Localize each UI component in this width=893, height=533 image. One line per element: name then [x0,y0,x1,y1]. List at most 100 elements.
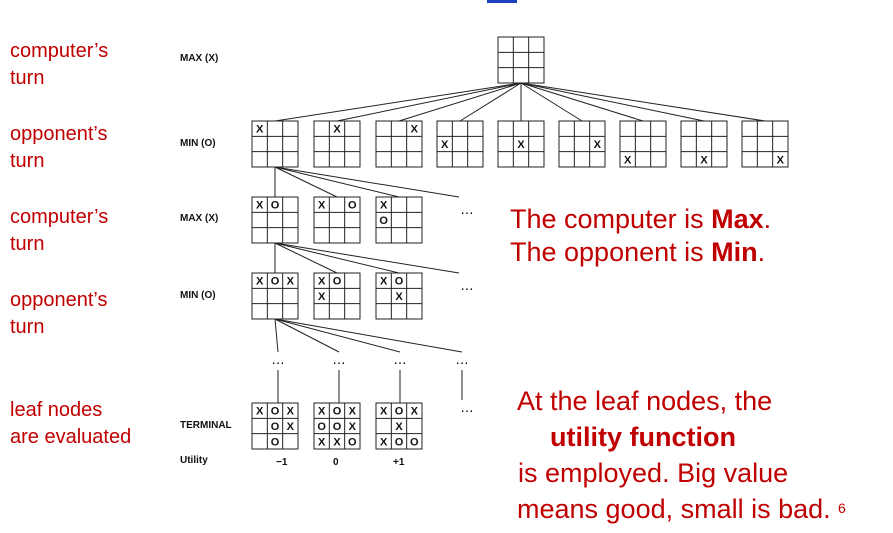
ellipsis-level2: … [461,203,474,218]
o-mark: O [395,406,404,418]
edge-level1-to-level2 [274,166,338,198]
edge-level1-to-level2 [274,166,400,198]
x-mark: X [411,124,419,136]
x-mark: X [318,200,326,212]
o-mark: O [333,276,342,288]
x-mark: X [380,406,388,418]
edge-level3-to-ellipsis [274,318,340,353]
board-frame [313,196,361,244]
x-mark: X [395,421,403,433]
edge-level3-to-ellipsis [274,318,463,353]
o-mark: O [348,436,357,448]
board-level1: X [375,120,423,168]
board-frame [313,402,361,450]
tree-ellipses: ………………… [272,203,474,416]
ellipsis-level3: … [461,279,474,294]
edge-level2-to-level3 [274,242,400,274]
level-label-max-2: MAX (X) [180,213,219,224]
x-mark: X [624,154,632,166]
level-label-min-1: MIN (O) [180,138,216,149]
x-mark: X [594,139,602,151]
x-mark: X [318,276,326,288]
board-frame [313,272,361,320]
x-mark: X [441,139,449,151]
board-frame [436,120,484,168]
x-mark: X [700,154,708,166]
board-level1: X [680,120,728,168]
note-utility-function: At the leaf nodes, the utility function … [517,386,831,524]
board-frame [497,36,545,84]
x-mark: X [318,436,326,448]
utility-value-2: 0 [333,457,339,468]
title-underline-fragment [487,0,517,3]
x-mark: X [333,124,341,136]
o-mark: O [271,276,280,288]
x-mark: X [411,406,419,418]
o-mark: O [410,436,419,448]
edge-level1-to-ellipsis [274,166,460,198]
ellipsis-terminal: … [461,401,474,416]
board-frame [619,120,667,168]
board-level2: XO [375,196,423,244]
edge-root-to-level1 [520,82,583,122]
o-mark: O [333,421,342,433]
board-level1: X [436,120,484,168]
edge-root-to-level1 [336,82,522,122]
ellipsis-expansion: … [394,353,407,368]
board-root [497,36,545,84]
o-mark: O [348,200,357,212]
edge-root-to-level1 [520,82,644,122]
board-frame [251,272,299,320]
o-mark: O [317,421,326,433]
side-label-opponent-turn-1: opponent’s turn [10,123,108,172]
x-mark: X [287,421,295,433]
level-label-terminal: TERMINAL [180,420,232,431]
o-mark: O [395,436,404,448]
board-frame [680,120,728,168]
board-level1: X [619,120,667,168]
x-mark: X [256,200,264,212]
level-label-min-2: MIN (O) [180,290,216,301]
edge-root-to-level1 [274,82,522,122]
side-label-computer-turn-2: computer’s turn [10,206,109,255]
o-mark: O [333,406,342,418]
board-frame [375,272,423,320]
edge-level2-to-level3 [274,242,338,274]
utility-label: Utility [180,455,208,466]
edge-level3-to-ellipsis [274,318,401,353]
o-mark: O [395,276,404,288]
x-mark: X [349,421,357,433]
o-mark: O [379,215,388,227]
board-frame [375,402,423,450]
board-frame [375,196,423,244]
x-mark: X [380,200,388,212]
x-mark: X [517,139,525,151]
board-level1: X [558,120,606,168]
x-mark: X [380,436,388,448]
board-frame [251,402,299,450]
board-frame [741,120,789,168]
x-mark: X [380,276,388,288]
board-frame [251,196,299,244]
x-mark: X [333,436,341,448]
x-mark: X [395,291,403,303]
level-label-max-1: MAX (X) [180,53,219,64]
edge-root-to-level1 [520,82,766,122]
o-mark: O [271,200,280,212]
x-mark: X [287,276,295,288]
x-mark: X [349,406,357,418]
utility-value-1: −1 [276,457,288,468]
board-frame [251,120,299,168]
board-level1: X [497,120,545,168]
edge-level3-to-ellipsis [274,318,279,353]
board-frame [497,120,545,168]
edge-root-to-level1 [398,82,522,122]
x-mark: X [256,124,264,136]
